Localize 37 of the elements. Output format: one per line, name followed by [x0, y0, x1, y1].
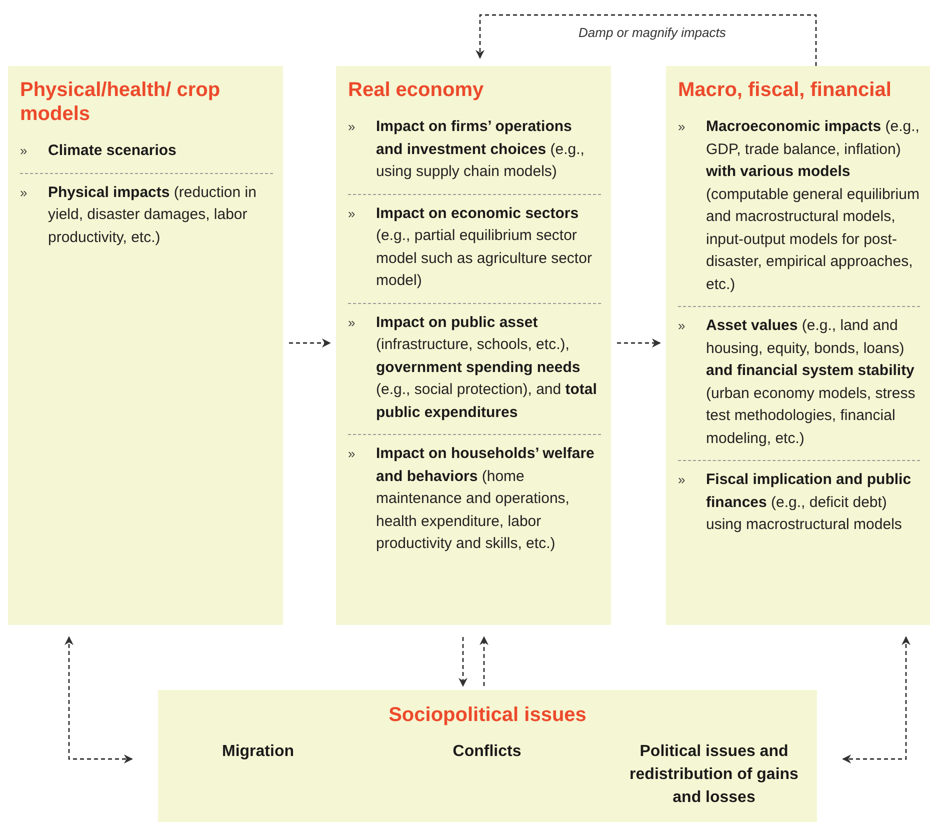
bullet-mark: » [678, 118, 686, 136]
model-box [8, 66, 283, 625]
bullet-text: Fiscal implication and public finances (e.g., deficit debt) using macrostructural models [706, 470, 912, 535]
dashed-arrow [458, 637, 468, 687]
dashed-arrow [617, 338, 661, 348]
bullet-text: Climate scenarios [48, 141, 176, 161]
bullet-text: Macroeconomic impacts (e.g., GDP, trade balance, inflation) with various models (computable general equilibrium and macrostructural models, input-output models for post-disaster, empirical approaches, etc.) [706, 117, 920, 294]
bullet-text: Asset values (e.g., land and housing, equity, bonds, loans) and financial system stability (urban economy models, stress test methodologies, financial modeling, etc.) [706, 316, 916, 448]
bullet-mark: » [20, 184, 28, 202]
bullet-mark: » [348, 314, 356, 332]
bullet-text: Impact on economic sectors (e.g., partial equilibrium sector model such as agriculture sector model) [376, 204, 593, 291]
bullet-mark: » [678, 317, 686, 335]
edge-label: Damp or magnify impacts [576, 25, 728, 40]
bullet-mark: » [348, 445, 356, 463]
bullet-text: Impact on households’ welfare and behaviors (home maintenance and operations, health expenditure, labor productivity and skills, etc.) [376, 444, 596, 554]
bullet-mark: » [20, 142, 28, 160]
model-box [666, 66, 930, 625]
bullet-mark: » [678, 471, 686, 489]
issue-text: Conflicts [452, 742, 522, 762]
dashed-arrow [64, 636, 133, 764]
bullet-mark: » [348, 204, 356, 222]
bullet-text: Impact on firms’ operations and investment choices (e.g., using supply chain models) [376, 117, 586, 182]
dashed-arrow [480, 636, 488, 686]
dashed-arrow [842, 636, 910, 764]
box-heading: Sociopolitical issues [388, 704, 586, 726]
dashed-arrow [476, 14, 817, 66]
bullet-text: Physical impacts (reduction in yield, disaster damages, labor productivity, etc.) [48, 182, 258, 248]
issue-text: Political issues and redistribution of gains and losses [628, 742, 800, 808]
box-heading: Real economy [348, 79, 484, 101]
box-heading: Physical/health/ crop models [20, 79, 220, 125]
issue-text: Migration [221, 742, 295, 762]
dashed-arrow [289, 338, 331, 348]
model-box [336, 66, 611, 625]
box-heading: Macro, fiscal, financial [678, 79, 892, 101]
issues-box [158, 690, 817, 822]
bullet-text: Impact on public asset (infrastructure, schools, etc.), government spending needs (e.g., social protection), and total public expenditures [376, 312, 598, 422]
bullet-mark: » [348, 118, 356, 136]
